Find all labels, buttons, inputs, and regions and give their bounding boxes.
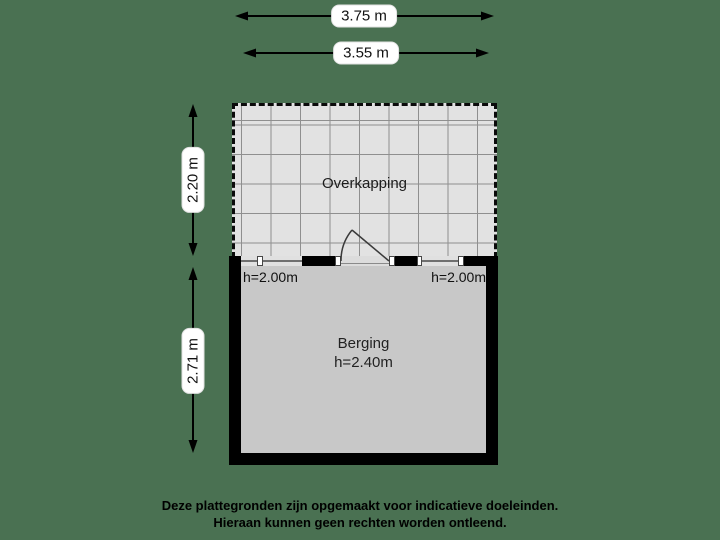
arrowhead-right-icon bbox=[481, 11, 494, 21]
wall-height-label-left: h=2.00m bbox=[243, 269, 298, 285]
arrowhead-up-icon bbox=[188, 267, 198, 280]
window-segment bbox=[241, 256, 257, 266]
wall-height-label-right: h=2.00m bbox=[431, 269, 486, 285]
berging-front-wall bbox=[229, 256, 498, 266]
door-swing-arc bbox=[340, 229, 353, 262]
window-post bbox=[257, 256, 263, 266]
dimension-label-top-inner: 3.55 m bbox=[333, 41, 399, 65]
arrowhead-right-icon bbox=[476, 48, 489, 58]
wall-segment bbox=[464, 256, 498, 266]
berging-height-label: h=2.40m bbox=[334, 354, 393, 371]
dimension-label-top-outer: 3.75 m bbox=[331, 4, 397, 28]
wall-segment bbox=[229, 256, 241, 266]
window-post bbox=[458, 256, 464, 266]
door-arc bbox=[340, 229, 390, 262]
overkapping-area: Overkapping bbox=[232, 103, 497, 258]
arrowhead-up-icon bbox=[188, 104, 198, 117]
disclaimer: Deze plattegronden zijn opgemaakt voor i… bbox=[0, 497, 720, 531]
berging-labels: Berging h=2.40m bbox=[241, 334, 486, 372]
dimension-label-left-upper: 2.20 m bbox=[181, 147, 205, 213]
dimension-label-left-lower: 2.71 m bbox=[181, 328, 205, 394]
window-post bbox=[417, 256, 422, 266]
arrowhead-left-icon bbox=[235, 11, 248, 21]
door-leaf bbox=[351, 229, 390, 262]
overkapping-label: Overkapping bbox=[321, 175, 408, 192]
arrowhead-down-icon bbox=[188, 440, 198, 453]
window-segment bbox=[263, 256, 302, 266]
disclaimer-line-1: Deze plattegronden zijn opgemaakt voor i… bbox=[161, 498, 559, 513]
window-segment bbox=[422, 256, 458, 266]
berging-area: Berging h=2.40m bbox=[229, 256, 498, 465]
disclaimer-line-2: Hieraan kunnen geen rechten worden ontle… bbox=[213, 515, 507, 530]
wall-segment bbox=[395, 256, 417, 266]
wall-segment bbox=[302, 256, 335, 266]
arrowhead-left-icon bbox=[243, 48, 256, 58]
door-opening bbox=[341, 256, 389, 266]
arrowhead-down-icon bbox=[188, 243, 198, 256]
window-post bbox=[389, 256, 395, 266]
berging-label: Berging bbox=[337, 335, 390, 352]
